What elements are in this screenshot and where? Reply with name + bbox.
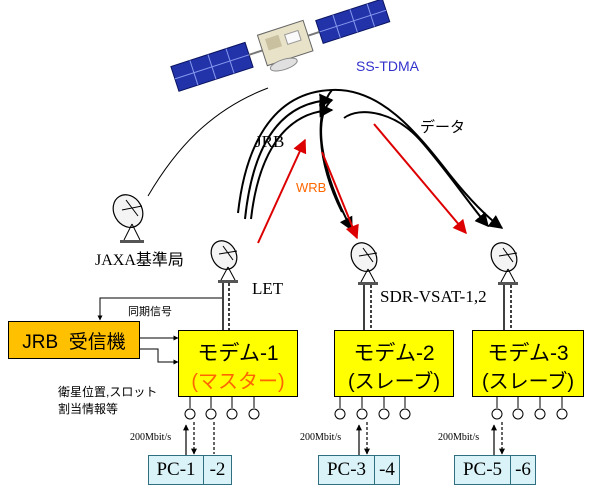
pc-label: PC-1 [149, 456, 204, 484]
modem-role: (スレーブ) [481, 371, 575, 393]
sync-signal-label: 同期信号 [128, 306, 172, 318]
modem-3-box: モデム-3 (スレーブ) [472, 330, 584, 397]
dish-antenna-icon [490, 242, 518, 285]
pc-label: -2 [209, 459, 226, 480]
rate-label: 200Mbit/s [300, 432, 342, 443]
pc-label: -4 [379, 459, 395, 480]
pc-pair-2: PC-3 -4 [318, 455, 400, 485]
jrb-label: JRB [255, 132, 285, 151]
let-label: LET [252, 279, 284, 298]
modem-name: モデム-2 [353, 342, 435, 365]
rate-label: 200Mbit/s [130, 432, 172, 443]
pc-pair-3: PC-5 -6 [454, 455, 536, 485]
satellite-icon [170, 0, 391, 92]
pc-label: PC-5 [455, 456, 511, 484]
wrb-label: WRB [296, 180, 327, 195]
pc-label: -6 [515, 459, 531, 480]
dish-antenna-icon [210, 240, 238, 283]
modem-1-box: モデム-1 (マスター) [178, 330, 298, 397]
sat-info-label-1: 衛星位置,スロット [58, 385, 158, 399]
ss-tdma-label: SS-TDMA [356, 58, 419, 74]
rate-label: 200Mbit/s [438, 432, 480, 443]
modem-2-box: モデム-2 (スレーブ) [334, 330, 454, 397]
modem-role: (マスター) [191, 371, 285, 393]
sdr-vsat-label: SDR-VSAT-1,2 [380, 287, 487, 306]
data-label: データ [420, 119, 466, 136]
jaxa-station-label: JAXA基準局 [95, 252, 184, 269]
pc-pair-1: PC-1 -2 [148, 455, 232, 485]
modem-name: モデム-1 [197, 342, 279, 365]
modem-role: (スレーブ) [347, 371, 441, 393]
modem-name: モデム-3 [487, 342, 569, 365]
pc-label: PC-3 [319, 456, 375, 484]
jrb-receiver-label: JRB 受信機 [22, 331, 126, 353]
sat-info-label-2: 割当情報等 [58, 402, 119, 416]
dish-antenna-icon [112, 194, 144, 243]
jrb-receiver-box: JRB 受信機 [8, 321, 140, 359]
dish-antenna-icon [350, 242, 378, 285]
